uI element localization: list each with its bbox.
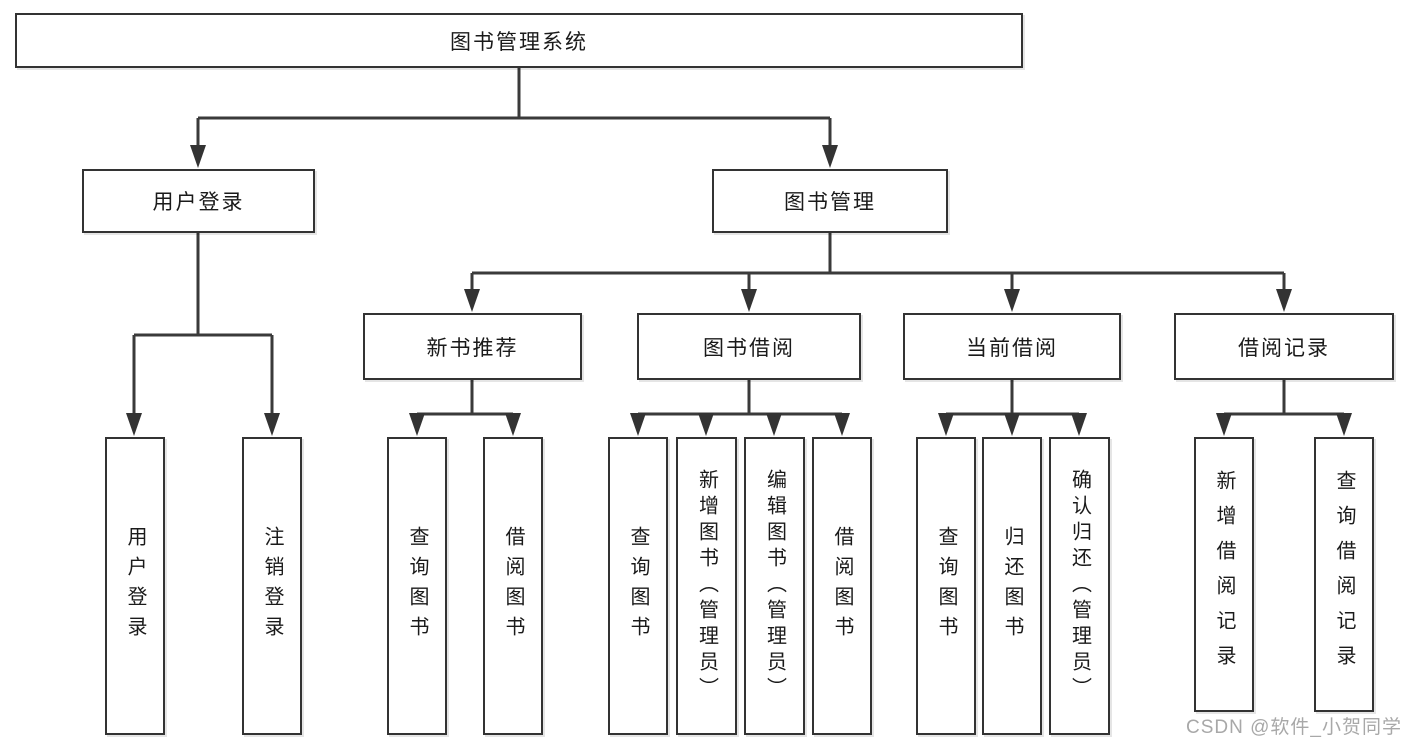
arrowhead-icon: [126, 413, 142, 436]
leaf-query-book-1-label: 查询图书: [406, 526, 428, 646]
leaf-query-borrow-record: 查询借阅记录: [1314, 437, 1374, 712]
node-root: 图书管理系统: [15, 13, 1023, 68]
arrowhead-icon: [630, 413, 646, 436]
connector-borrow-split: [636, 380, 844, 428]
leaf-query-book-1: 查询图书: [387, 437, 447, 735]
node-borrow-record: 借阅记录: [1174, 313, 1394, 380]
arrowhead-icon: [264, 413, 280, 436]
node-borrow-record-label: 借阅记录: [1238, 336, 1330, 360]
leaf-add-book-admin: 新增图书（管理员）: [676, 437, 737, 735]
arrowhead-icon: [698, 413, 714, 436]
node-book-manage-label: 图书管理: [784, 191, 876, 214]
arrowhead-icon: [1004, 289, 1020, 312]
leaf-return-book-label: 归还图书: [1001, 526, 1023, 646]
leaf-confirm-return-admin-label: 确认归还（管理员）: [1068, 469, 1091, 703]
node-root-label: 图书管理系统: [450, 30, 588, 54]
arrowhead-icon: [822, 145, 838, 168]
node-new-book-recommend-label: 新书推荐: [426, 336, 519, 360]
node-book-manage: 图书管理: [712, 169, 948, 233]
watermark: CSDN @软件_小贺同学: [1186, 717, 1402, 738]
node-current-borrow-label: 当前借阅: [966, 336, 1058, 360]
node-current-borrow: 当前借阅: [903, 313, 1121, 380]
leaf-query-borrow-record-label: 查询借阅记录: [1333, 469, 1355, 680]
leaf-query-book-2-label: 查询图书: [627, 526, 649, 646]
arrowhead-icon: [1216, 413, 1232, 436]
node-new-book-recommend: 新书推荐: [363, 313, 582, 380]
arrowhead-icon: [1276, 289, 1292, 312]
node-book-borrow-label: 图书借阅: [703, 336, 795, 360]
leaf-borrow-book-1: 借阅图书: [483, 437, 543, 735]
leaf-add-borrow-record-label: 新增借阅记录: [1213, 469, 1235, 680]
leaf-user-login: 用户登录: [105, 437, 165, 735]
connector-login-split: [132, 233, 274, 428]
node-user-login-label: 用户登录: [152, 191, 245, 214]
leaf-return-book: 归还图书: [982, 437, 1042, 735]
leaf-borrow-book-1-label: 借阅图书: [502, 526, 524, 646]
leaf-query-book-3-label: 查询图书: [935, 526, 957, 646]
connector-record-split: [1222, 380, 1346, 428]
arrowhead-icon: [938, 413, 954, 436]
leaf-user-login-label: 用户登录: [124, 526, 146, 646]
leaf-edit-book-admin: 编辑图书（管理员）: [744, 437, 805, 735]
leaf-logout-label: 注销登录: [261, 526, 283, 646]
arrowhead-icon: [505, 413, 521, 436]
leaf-query-book-3: 查询图书: [916, 437, 976, 735]
node-user-login: 用户登录: [82, 169, 315, 233]
leaf-logout: 注销登录: [242, 437, 302, 735]
leaf-query-book-2: 查询图书: [608, 437, 668, 735]
arrowhead-icon: [190, 145, 206, 168]
arrowhead-icon: [741, 289, 757, 312]
connector-root-split: [196, 68, 832, 160]
arrowhead-icon: [834, 413, 850, 436]
leaf-borrow-book-2-label: 借阅图书: [831, 526, 853, 646]
connector-newbook-split: [415, 380, 515, 428]
leaf-borrow-book-2: 借阅图书: [812, 437, 872, 735]
leaf-confirm-return-admin: 确认归还（管理员）: [1049, 437, 1110, 735]
arrowhead-icon: [1071, 413, 1087, 436]
leaf-add-book-admin-label: 新增图书（管理员）: [695, 469, 718, 703]
arrowhead-icon: [464, 289, 480, 312]
arrowhead-icon: [766, 413, 782, 436]
node-book-borrow: 图书借阅: [637, 313, 861, 380]
arrowhead-icon: [1004, 413, 1020, 436]
arrowhead-icon: [1336, 413, 1352, 436]
leaf-edit-book-admin-label: 编辑图书（管理员）: [763, 469, 786, 703]
leaf-add-borrow-record: 新增借阅记录: [1194, 437, 1254, 712]
connector-manage-split: [470, 233, 1286, 304]
arrowhead-icon: [409, 413, 425, 436]
